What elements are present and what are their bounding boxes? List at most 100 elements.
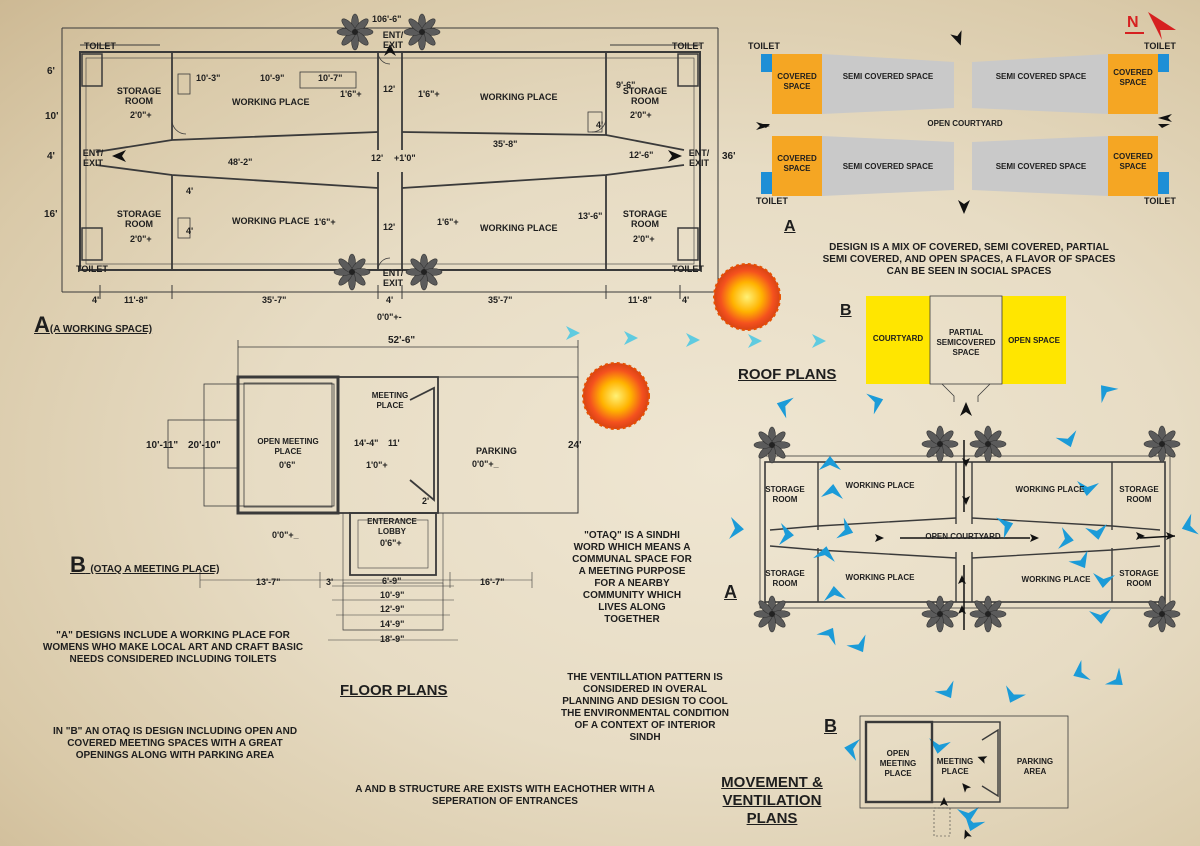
working-place-label: WORKING PLACE bbox=[480, 92, 558, 102]
roof-design-note: DESIGN IS A MIX OF COVERED, SEMI COVERED… bbox=[822, 242, 1116, 277]
covered-space-label: COVERED SPACE bbox=[1113, 152, 1153, 171]
toilet-label: TOILET bbox=[756, 196, 788, 206]
move-b-letter: B bbox=[824, 716, 837, 736]
dim-label: 35'-8" bbox=[493, 139, 518, 149]
dim-label: 36' bbox=[722, 151, 736, 162]
open-meeting-place-label: OPEN MEETING PLACE bbox=[257, 437, 319, 456]
dim-label: 35'-7" bbox=[262, 295, 287, 305]
dim-label: 10'-3" bbox=[196, 73, 221, 83]
movement-heading: MOVEMENT & VENTILATION PLANS bbox=[721, 774, 823, 827]
dim-label: 3' bbox=[326, 577, 334, 587]
dim-label: 14'-4" bbox=[354, 438, 379, 448]
dim-label: 10'-7" bbox=[318, 73, 343, 83]
storage-room-label: STORAGE ROOM bbox=[622, 209, 668, 229]
roof-b-letter: B bbox=[840, 302, 852, 319]
dim-label: 48'-2" bbox=[228, 157, 253, 167]
parking-label: PARKING bbox=[476, 446, 517, 456]
working-place-label: WORKING PLACE bbox=[845, 573, 915, 582]
roof-plans-heading: ROOF PLANS bbox=[738, 366, 837, 383]
courtyard-label: COURTYARD bbox=[872, 334, 924, 343]
dim-label: 6' bbox=[47, 66, 55, 77]
storage-room-label: STORAGE ROOM bbox=[116, 86, 162, 106]
dim-label: 13'-6" bbox=[578, 211, 603, 221]
step-dim: 10'-9" bbox=[380, 590, 405, 600]
toilet-label: TOILET bbox=[1144, 41, 1176, 51]
sun-icon bbox=[713, 263, 781, 331]
plan-a-title: A(A WORKING SPACE) bbox=[34, 312, 152, 338]
structures-note: A AND B STRUCTURE ARE EXISTS WITH EACHOT… bbox=[355, 784, 655, 807]
parking-area-label: PARKING AREA bbox=[1016, 757, 1054, 776]
plan-b-drawing bbox=[167, 340, 579, 641]
covered-space-label: COVERED SPACE bbox=[1113, 68, 1153, 87]
storage-room-label: STORAGE ROOM bbox=[1119, 569, 1159, 588]
dim-label: 12' bbox=[383, 84, 396, 94]
dim-label: 10'-9" bbox=[260, 73, 285, 83]
plan-a-drawing bbox=[61, 27, 719, 299]
storage-room-label: STORAGE ROOM bbox=[765, 569, 805, 588]
b-otaq-note: IN "B" AN OTAQ IS DESIGN INCLUDING OPEN … bbox=[52, 726, 298, 761]
movement-plan-a bbox=[759, 455, 1171, 609]
entry-arrow-right bbox=[668, 150, 682, 162]
meeting-place-label: MEETING PLACE bbox=[936, 757, 974, 776]
partial-semicovered-label: PARTIAL SEMICOVERED SPACE bbox=[936, 328, 996, 357]
step-dim: 6'-9" bbox=[382, 576, 402, 586]
move-a-letter: A bbox=[724, 582, 737, 602]
dim-label: 13'-7" bbox=[256, 577, 281, 587]
ent-exit-label: ENT/ EXIT bbox=[382, 30, 404, 50]
level-label: 0'0"+_ bbox=[272, 530, 299, 540]
ent-exit-label: ENT/ EXIT bbox=[82, 148, 104, 168]
north-letter: N bbox=[1127, 14, 1139, 31]
enterance-lobby-label: ENTERANCE LOBBY bbox=[367, 517, 417, 536]
dim-label: 24' bbox=[568, 440, 582, 451]
dim-label: 2' bbox=[422, 496, 430, 506]
north-arrow-icon bbox=[1125, 12, 1176, 40]
working-place-label: WORKING PLACE bbox=[1015, 485, 1085, 494]
covered-space-label: COVERED SPACE bbox=[777, 154, 817, 173]
dim-label: 4' bbox=[682, 295, 690, 305]
entry-arrow-left bbox=[112, 150, 126, 162]
dim-label: 11'-8" bbox=[124, 295, 148, 305]
toilet-label: TOILET bbox=[76, 264, 108, 274]
dim-label: 4' bbox=[186, 186, 194, 196]
open-courtyard-label: OPEN COURTYARD bbox=[927, 119, 1003, 128]
dim-label: 10'-11" bbox=[146, 440, 179, 451]
plan-b-caption: (OTAQ A MEETING PLACE) bbox=[90, 564, 220, 575]
dim-label: 16' bbox=[44, 209, 58, 220]
dim-label: 12' bbox=[383, 222, 396, 232]
ventilation-note: THE VENTILLATION PATTERN IS CONSIDERED I… bbox=[561, 672, 729, 743]
step-dim: 14'-9" bbox=[380, 619, 405, 629]
level-label: 2'0"+ bbox=[130, 234, 152, 244]
level-label: 1'6"+ bbox=[418, 89, 440, 99]
dim-label: 11'-8" bbox=[628, 295, 652, 305]
covered-space-label: COVERED SPACE bbox=[777, 72, 817, 91]
open-courtyard-label: OPEN COURTYARD bbox=[925, 532, 1001, 541]
roof-plan-a bbox=[756, 30, 1172, 214]
plan-a-caption: (A WORKING SPACE) bbox=[49, 324, 153, 335]
semi-covered-label: SEMI COVERED SPACE bbox=[995, 72, 1087, 81]
open-meeting-place-label: OPEN MEETING PLACE bbox=[879, 749, 917, 778]
open-space-label: OPEN SPACE bbox=[1008, 336, 1060, 345]
dim-label: 9'-6" bbox=[616, 80, 636, 90]
toilet-label: TOILET bbox=[672, 264, 704, 274]
ent-exit-label: ENT/ EXIT bbox=[688, 148, 710, 168]
wind-arrows-cyan bbox=[566, 326, 826, 348]
level-label: 0'0"+- bbox=[377, 312, 402, 322]
toilet-label: TOILET bbox=[84, 41, 116, 51]
roof-a-letter: A bbox=[784, 218, 796, 235]
dim-label: 4' bbox=[596, 120, 604, 130]
roof-plan-b bbox=[866, 295, 1066, 416]
level-label: 1'6"+ bbox=[437, 217, 459, 227]
step-dim: 12'-9" bbox=[380, 604, 405, 614]
sun-icon bbox=[582, 362, 650, 430]
level-label: +1'0" bbox=[394, 153, 416, 163]
otaq-note: "OTAQ" IS A SINDHI WORD WHICH MEANS A CO… bbox=[572, 530, 692, 625]
dim-label: 52'-6" bbox=[388, 335, 416, 346]
working-place-label: WORKING PLACE bbox=[480, 223, 558, 233]
dim-label: 4' bbox=[386, 295, 394, 305]
dim-label: 10' bbox=[45, 111, 59, 122]
level-label: 2'0"+ bbox=[633, 234, 655, 244]
semi-covered-label: SEMI COVERED SPACE bbox=[842, 162, 934, 171]
dim-label: 4' bbox=[92, 295, 100, 305]
ent-exit-label: ENT/ EXIT bbox=[382, 268, 404, 288]
